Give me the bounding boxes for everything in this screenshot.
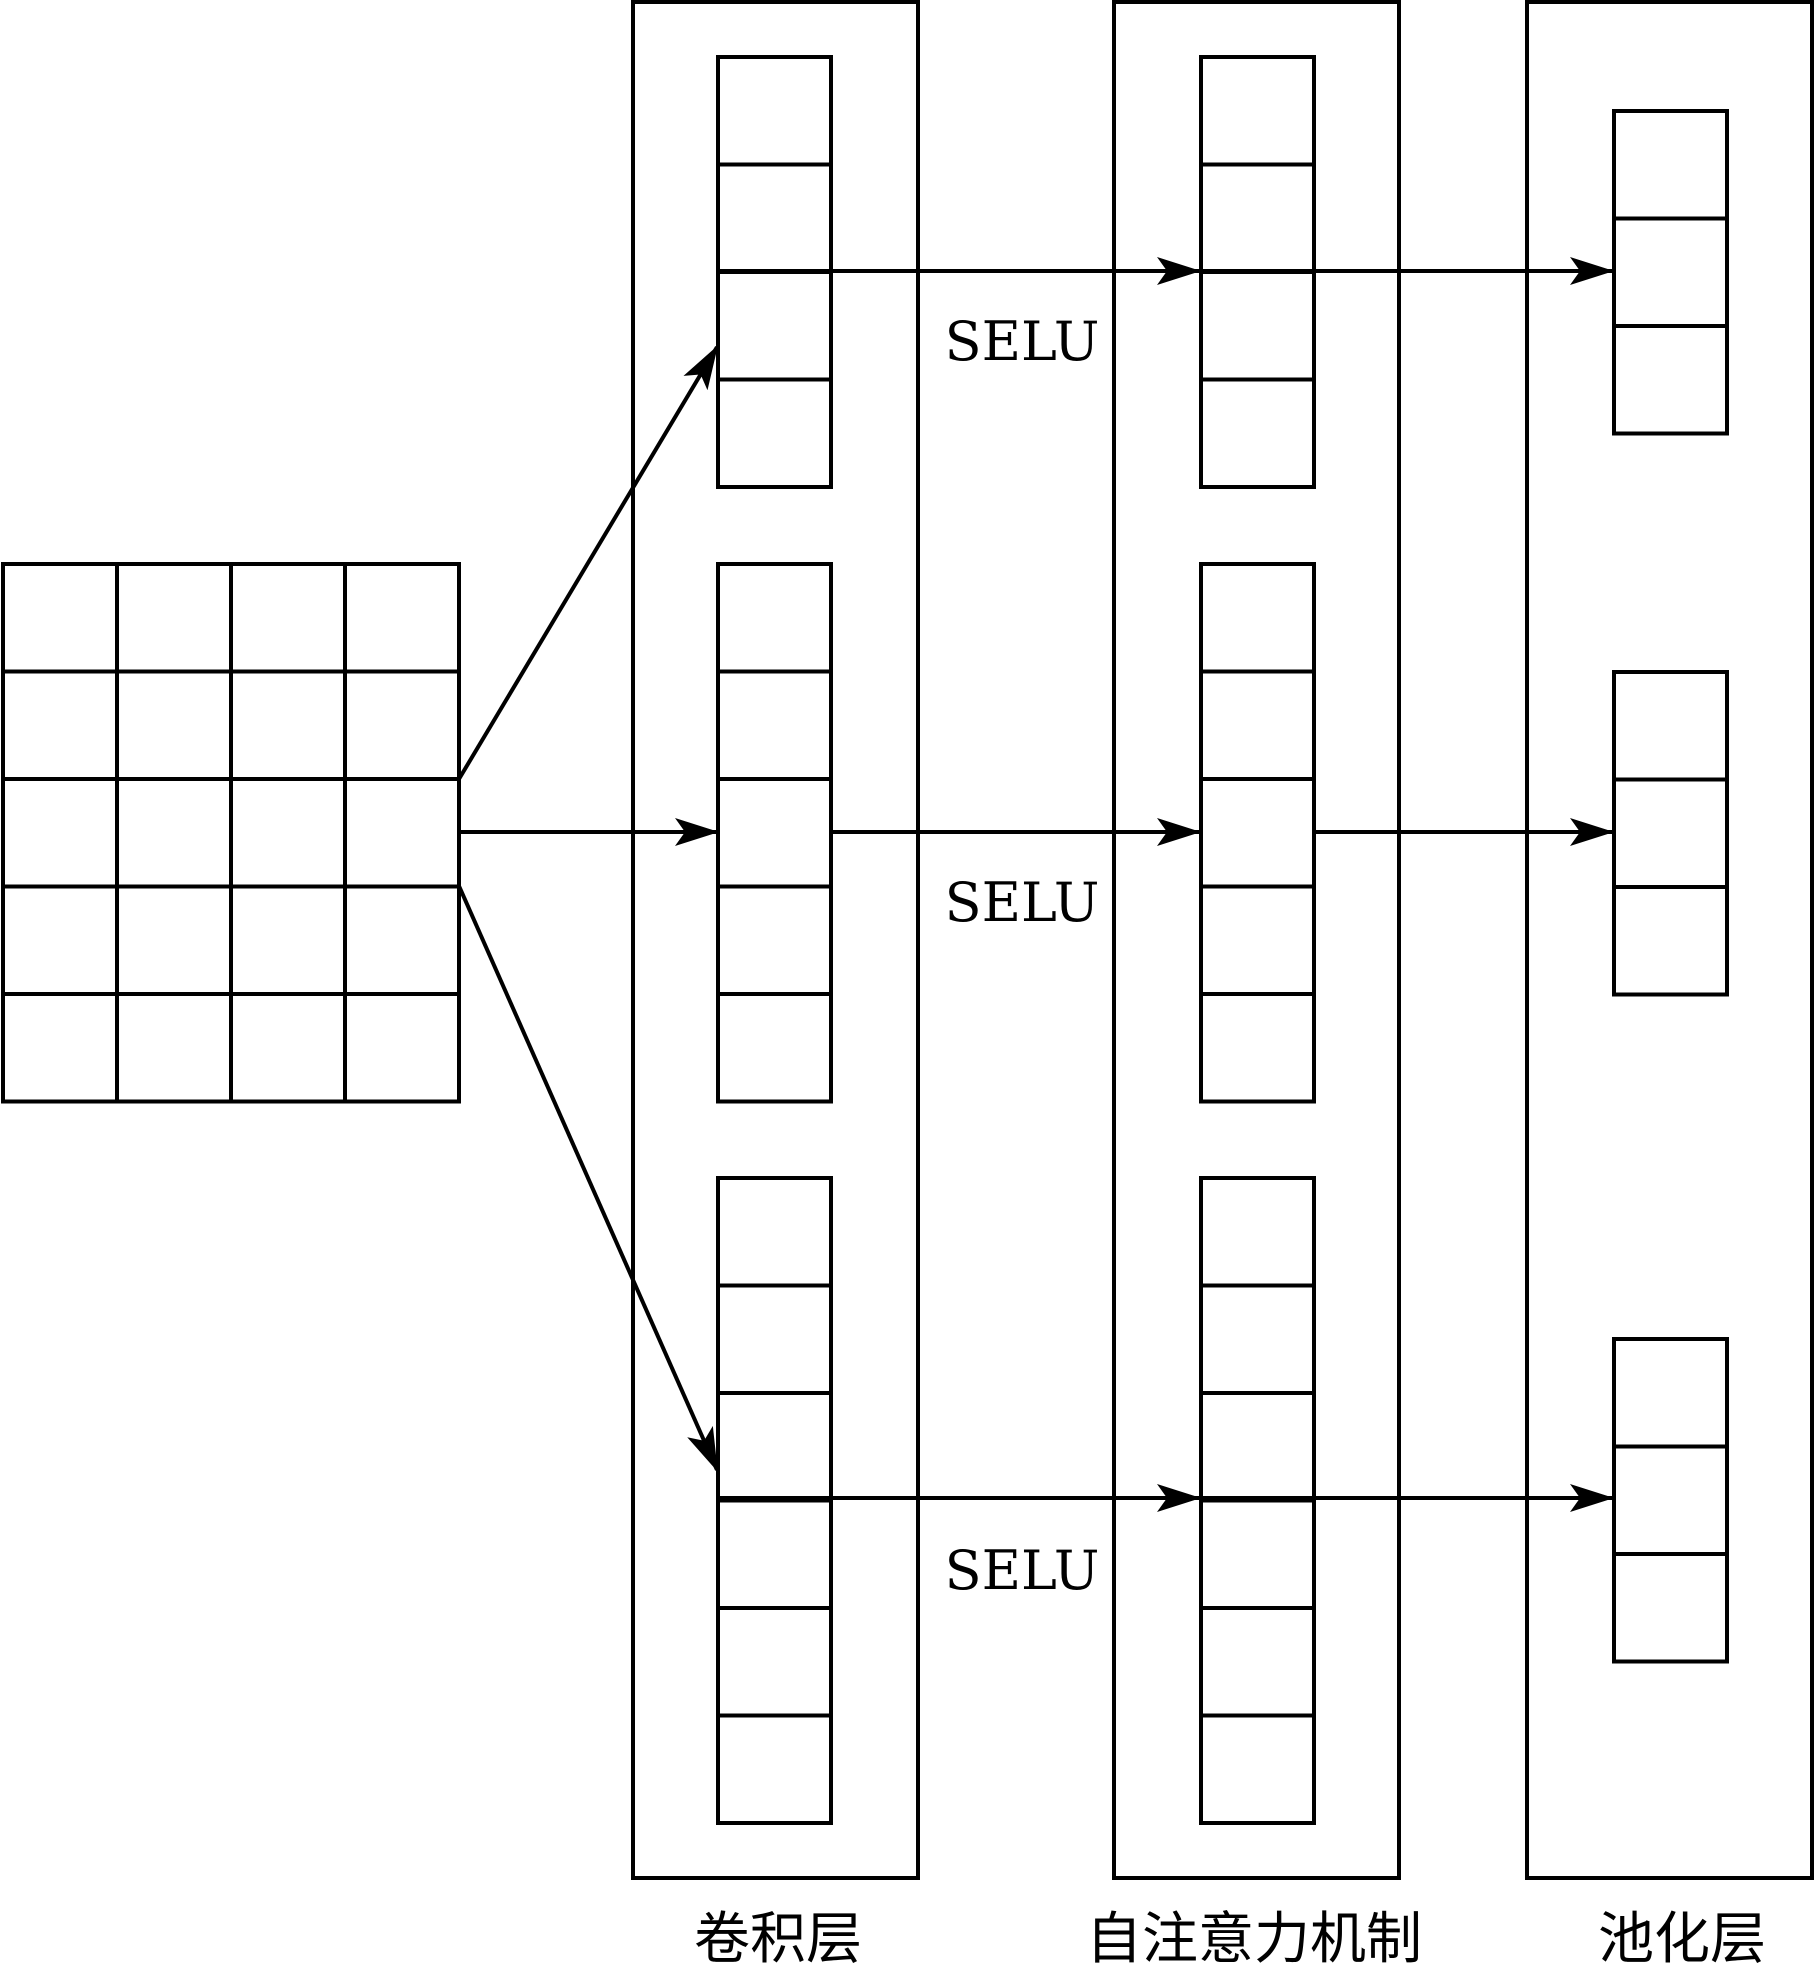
- vector-groups: [716, 55, 1729, 1825]
- conv-vector-cell: [716, 777, 833, 889]
- input-matrix-cell: [1, 992, 119, 1104]
- pool-layer-label: 池化层: [1598, 1907, 1766, 1972]
- input-matrix-cell: [115, 992, 233, 1104]
- conv-vector-cell: [716, 1176, 833, 1288]
- attention-vector-cell: [1199, 270, 1316, 382]
- input-matrix-cell: [115, 777, 233, 889]
- conv-vector-cell: [716, 992, 833, 1104]
- conv-vector-cell: [716, 377, 833, 489]
- input-matrix-cell: [115, 562, 233, 674]
- input-matrix-cell: [229, 992, 347, 1104]
- input-matrix: [1, 562, 461, 1104]
- attention-vector-cell: [1199, 1391, 1316, 1503]
- pool-vector-cell: [1612, 670, 1729, 782]
- pool-layer-container: [1525, 0, 1814, 1880]
- pool-vector-cell: [1612, 216, 1729, 328]
- attention-vector: [1199, 1176, 1316, 1825]
- pool-vector-cell: [1612, 885, 1729, 997]
- conv-vector-cell: [716, 669, 833, 781]
- input-matrix-cell: [115, 669, 233, 781]
- arrow-input-to-conv-top: [457, 345, 719, 781]
- attention-vector-cell: [1199, 777, 1316, 889]
- input-matrix-cell: [1, 562, 119, 674]
- input-matrix-cell: [343, 884, 461, 996]
- input-matrix-cell: [115, 884, 233, 996]
- attention-vector-cell: [1199, 162, 1316, 274]
- conv-vector-cell: [716, 1391, 833, 1503]
- attention-vector-cell: [1199, 884, 1316, 996]
- conv-vector-cell: [716, 270, 833, 382]
- conv-vector-cell: [716, 1713, 833, 1825]
- pool-vector-cell: [1612, 324, 1729, 436]
- attention-vector-cell: [1199, 1498, 1316, 1610]
- pool-vector: [1612, 1337, 1729, 1664]
- conv-layer-label: 卷积层: [694, 1907, 862, 1972]
- conv-layer-container: [631, 0, 920, 1880]
- conv-vector: [716, 1176, 833, 1825]
- pool-vector: [1612, 109, 1729, 436]
- pool-vector-cell: [1612, 1337, 1729, 1449]
- attention-vector-cell: [1199, 1713, 1316, 1825]
- input-matrix-cell: [229, 669, 347, 781]
- pool-vector: [1612, 670, 1729, 997]
- selu-label-top: SELU: [945, 310, 1100, 373]
- input-matrix-cell: [343, 562, 461, 674]
- input-matrix-cell: [229, 562, 347, 674]
- input-matrix-cell: [1, 884, 119, 996]
- conv-vector: [716, 562, 833, 1104]
- conv-vector-cell: [716, 884, 833, 996]
- pool-vector-cell: [1612, 1444, 1729, 1556]
- input-matrix-cell: [343, 669, 461, 781]
- input-matrix-cell: [1, 669, 119, 781]
- input-matrix-cell: [229, 777, 347, 889]
- attention-vector-cell: [1199, 1606, 1316, 1718]
- conv-vector-cell: [716, 1498, 833, 1610]
- conv-vector-cell: [716, 55, 833, 167]
- attention-vector-cell: [1199, 669, 1316, 781]
- attention-vector-cell: [1199, 562, 1316, 674]
- input-matrix-cell: [343, 992, 461, 1104]
- conv-vector-cell: [716, 1283, 833, 1395]
- attention-vector-cell: [1199, 992, 1316, 1104]
- attention-vector-cell: [1199, 55, 1316, 167]
- arrow-input-to-conv-bottom: [457, 885, 719, 1472]
- conv-vector-cell: [716, 162, 833, 274]
- pool-vector-cell: [1612, 109, 1729, 221]
- selu-label-bottom: SELU: [945, 1539, 1100, 1602]
- conv-vector-cell: [716, 562, 833, 674]
- attention-vector: [1199, 55, 1316, 489]
- selu-label-middle: SELU: [945, 871, 1100, 934]
- conv-vector-cell: [716, 1606, 833, 1718]
- pool-vector-cell: [1612, 777, 1729, 889]
- input-matrix-cell: [1, 777, 119, 889]
- attention-vector-cell: [1199, 377, 1316, 489]
- input-matrix-cell: [343, 777, 461, 889]
- attention-container: [1112, 0, 1401, 1880]
- input-matrix-cell: [229, 884, 347, 996]
- pool-vector-cell: [1612, 1552, 1729, 1664]
- attention-vector-cell: [1199, 1283, 1316, 1395]
- attention-label: 自注意力机制: [1086, 1907, 1422, 1972]
- attention-vector-cell: [1199, 1176, 1316, 1288]
- attention-vector: [1199, 562, 1316, 1104]
